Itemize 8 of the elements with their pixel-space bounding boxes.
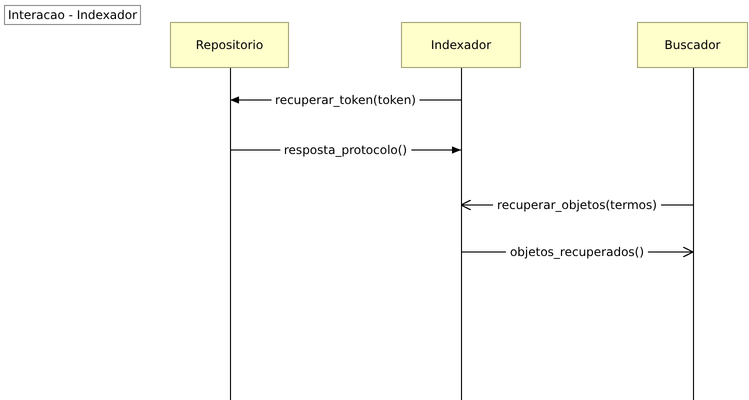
diagram-title: Interacao - Indexador <box>4 5 142 25</box>
lifeline-head: Buscador <box>637 22 748 68</box>
edge-label: recuperar_token(token) <box>271 93 420 107</box>
lifeline-head: Repositorio <box>170 22 289 68</box>
edge-label: recuperar_objetos(termos) <box>493 198 661 212</box>
edge-label: resposta_protocolo() <box>280 143 412 157</box>
edge-label: objetos_recuperados() <box>506 245 648 259</box>
lifeline-head: Indexador <box>401 22 521 68</box>
